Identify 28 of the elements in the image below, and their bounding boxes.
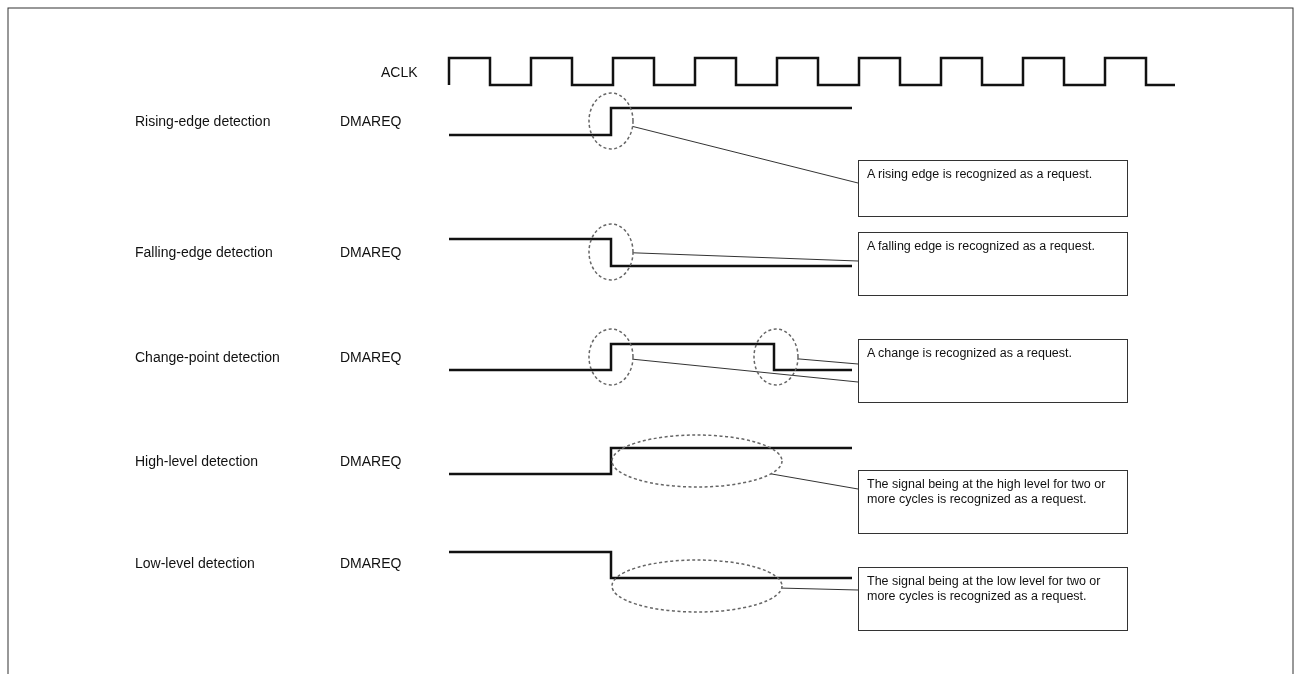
leader-line xyxy=(632,125,859,184)
dashed-ellipse xyxy=(753,328,799,386)
row-label: Falling-edge detection xyxy=(135,244,273,260)
signal-name: DMAREQ xyxy=(340,555,402,571)
leader-line xyxy=(781,587,859,591)
leader-line xyxy=(632,252,859,262)
leader-line xyxy=(632,358,859,383)
signal-name: DMAREQ xyxy=(340,349,402,365)
leader-line xyxy=(770,473,859,490)
dashed-ellipse xyxy=(588,328,634,386)
signal-name: ACLK xyxy=(381,64,418,80)
signal-name: DMAREQ xyxy=(340,244,402,260)
row-label: High-level detection xyxy=(135,453,258,469)
callout-box: The signal being at the high level for two or more cycles is recognized as a request. xyxy=(858,470,1128,534)
callout-box: A falling edge is recognized as a request. xyxy=(858,232,1128,296)
dashed-ellipse xyxy=(588,223,634,281)
row-label: Low-level detection xyxy=(135,555,255,571)
leader-line xyxy=(797,358,859,365)
callout-box: The signal being at the low level for two or more cycles is recognized as a request. xyxy=(858,567,1128,631)
row-label: Change-point detection xyxy=(135,349,280,365)
dashed-ellipse xyxy=(611,559,783,613)
signal-name: DMAREQ xyxy=(340,453,402,469)
dashed-ellipse xyxy=(588,92,634,150)
row-label: Rising-edge detection xyxy=(135,113,271,129)
signal-name: DMAREQ xyxy=(340,113,402,129)
dashed-ellipse xyxy=(611,434,783,488)
callout-box: A change is recognized as a request. xyxy=(858,339,1128,403)
callout-box: A rising edge is recognized as a request. xyxy=(858,160,1128,217)
